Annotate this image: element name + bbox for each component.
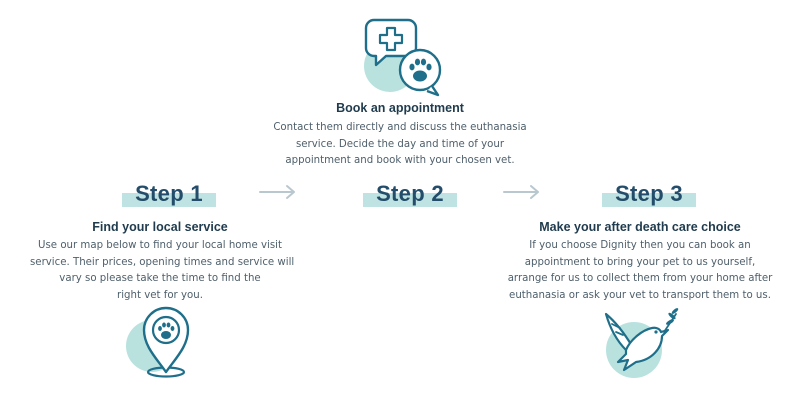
step3-description: If you choose Dignity then you can book … [505,238,775,304]
step2-heading: Step 2 [363,181,457,207]
arrow-right-icon [503,185,539,199]
step1-heading: Step 1 [122,181,216,207]
step2-desc-line: Contact them directly and discuss the eu… [273,122,527,133]
step1-desc-line: right vet for you. [117,289,203,301]
map-pin-paw-icon [118,300,202,384]
step3-heading: Step 3 [602,181,696,207]
step3-desc-line: euthanasia or ask your vet to transport … [509,289,771,301]
step2-desc-line: appointment and book with your chosen ve… [285,155,515,166]
step3-desc-line: appointment to bring your pet to us your… [524,256,756,268]
arrow-right-icon [259,185,295,199]
step1-description: Use our map below to find your local hom… [30,238,295,304]
step3-desc-line: If you choose Dignity then you can book … [529,240,751,251]
step1-title: Find your local service [92,220,228,234]
step3-title: Make your after death care choice [539,220,741,234]
step3-desc-line: arrange for us to collect them from your… [507,273,773,284]
step2-desc-line: service. Decide the day and time of your [295,138,505,150]
speech-bubbles-cross-paw-icon [352,14,448,100]
dove-olive-branch-icon [596,300,680,384]
step1-desc-line: vary so please take the time to find the [59,273,261,284]
step2-description: Contact them directly and discuss the eu… [270,120,530,170]
step1-desc-line: Use our map below to find your local hom… [38,240,282,251]
step2-title: Book an appointment [336,101,464,115]
step1-desc-line: service. Their prices, opening times and… [30,256,295,268]
